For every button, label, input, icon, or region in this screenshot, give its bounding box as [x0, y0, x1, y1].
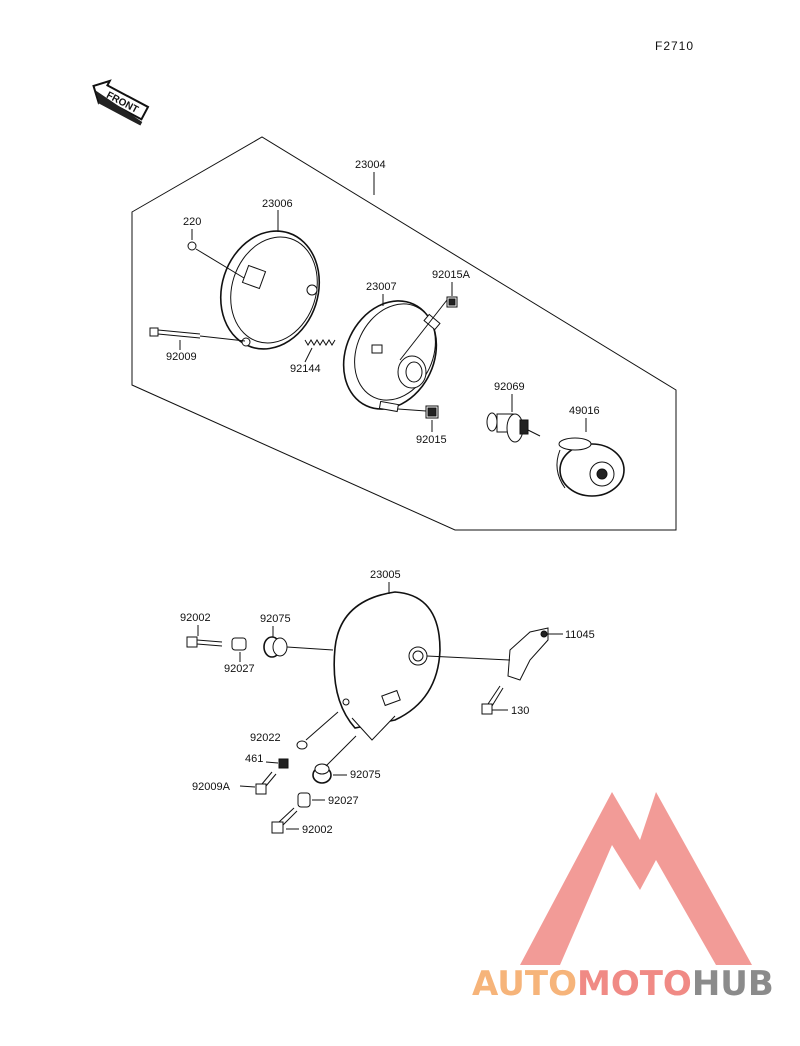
bolt-92009a: [255, 771, 277, 795]
rim-part: [219, 230, 321, 350]
bracket-11045: [426, 627, 563, 681]
label-461: 461: [245, 753, 263, 765]
label-92015: 92015: [416, 434, 447, 446]
watermark-logo-icon: [520, 792, 752, 965]
bolt-92002-top: [186, 636, 223, 648]
collar-92027-top: [231, 637, 247, 651]
front-arrow-icon: FRONT: [92, 79, 150, 126]
label-92009: 92009: [166, 351, 197, 363]
label-130: 130: [511, 705, 529, 717]
label-23005: 23005: [370, 569, 401, 581]
watermark-moto: MOTO: [577, 964, 692, 1004]
label-23004: 23004: [355, 159, 386, 171]
label-92075-top: 92075: [260, 613, 291, 625]
label-11045: 11045: [565, 629, 595, 641]
nut-461: [278, 758, 289, 769]
label-92069: 92069: [494, 381, 525, 393]
bolt-92009: [149, 327, 246, 342]
label-92144: 92144: [290, 363, 321, 375]
watermark-text: AUTOMOTOHUB: [472, 964, 774, 1004]
label-49016: 49016: [569, 405, 600, 417]
grommet-92075-bottom: [312, 735, 357, 784]
boot-49016: [556, 437, 625, 497]
bulb-92069: [486, 412, 541, 443]
housing-part: [333, 591, 441, 741]
label-92002-bottom: 92002: [302, 824, 333, 836]
label-92009a: 92009A: [192, 781, 231, 793]
label-92022: 92022: [250, 732, 281, 744]
collar-92027-bottom: [297, 792, 311, 808]
label-92027-bottom: 92027: [328, 795, 359, 807]
nut-92015a: [399, 296, 458, 361]
label-92015a: 92015A: [432, 269, 471, 281]
washer-92022: [296, 711, 339, 750]
label-92002-top: 92002: [180, 612, 211, 624]
bolt-92002-bottom: [271, 807, 298, 834]
screw-220: [187, 241, 245, 279]
label-23007: 23007: [366, 281, 397, 293]
watermark-auto: AUTO: [472, 964, 577, 1004]
grommet-92075-top: [263, 636, 334, 658]
watermark-hub: HUB: [692, 964, 774, 1004]
label-23006: 23006: [262, 198, 293, 210]
nut-92015: [397, 405, 439, 419]
assembly-outline: [131, 136, 677, 531]
label-92075-bottom: 92075: [350, 769, 381, 781]
reflector-part: [342, 300, 441, 413]
figure-code: F2710: [655, 39, 694, 53]
label-220: 220: [183, 216, 201, 228]
label-92027-top: 92027: [224, 663, 255, 675]
spring-92144: [304, 339, 336, 346]
bolt-130: [481, 685, 508, 715]
